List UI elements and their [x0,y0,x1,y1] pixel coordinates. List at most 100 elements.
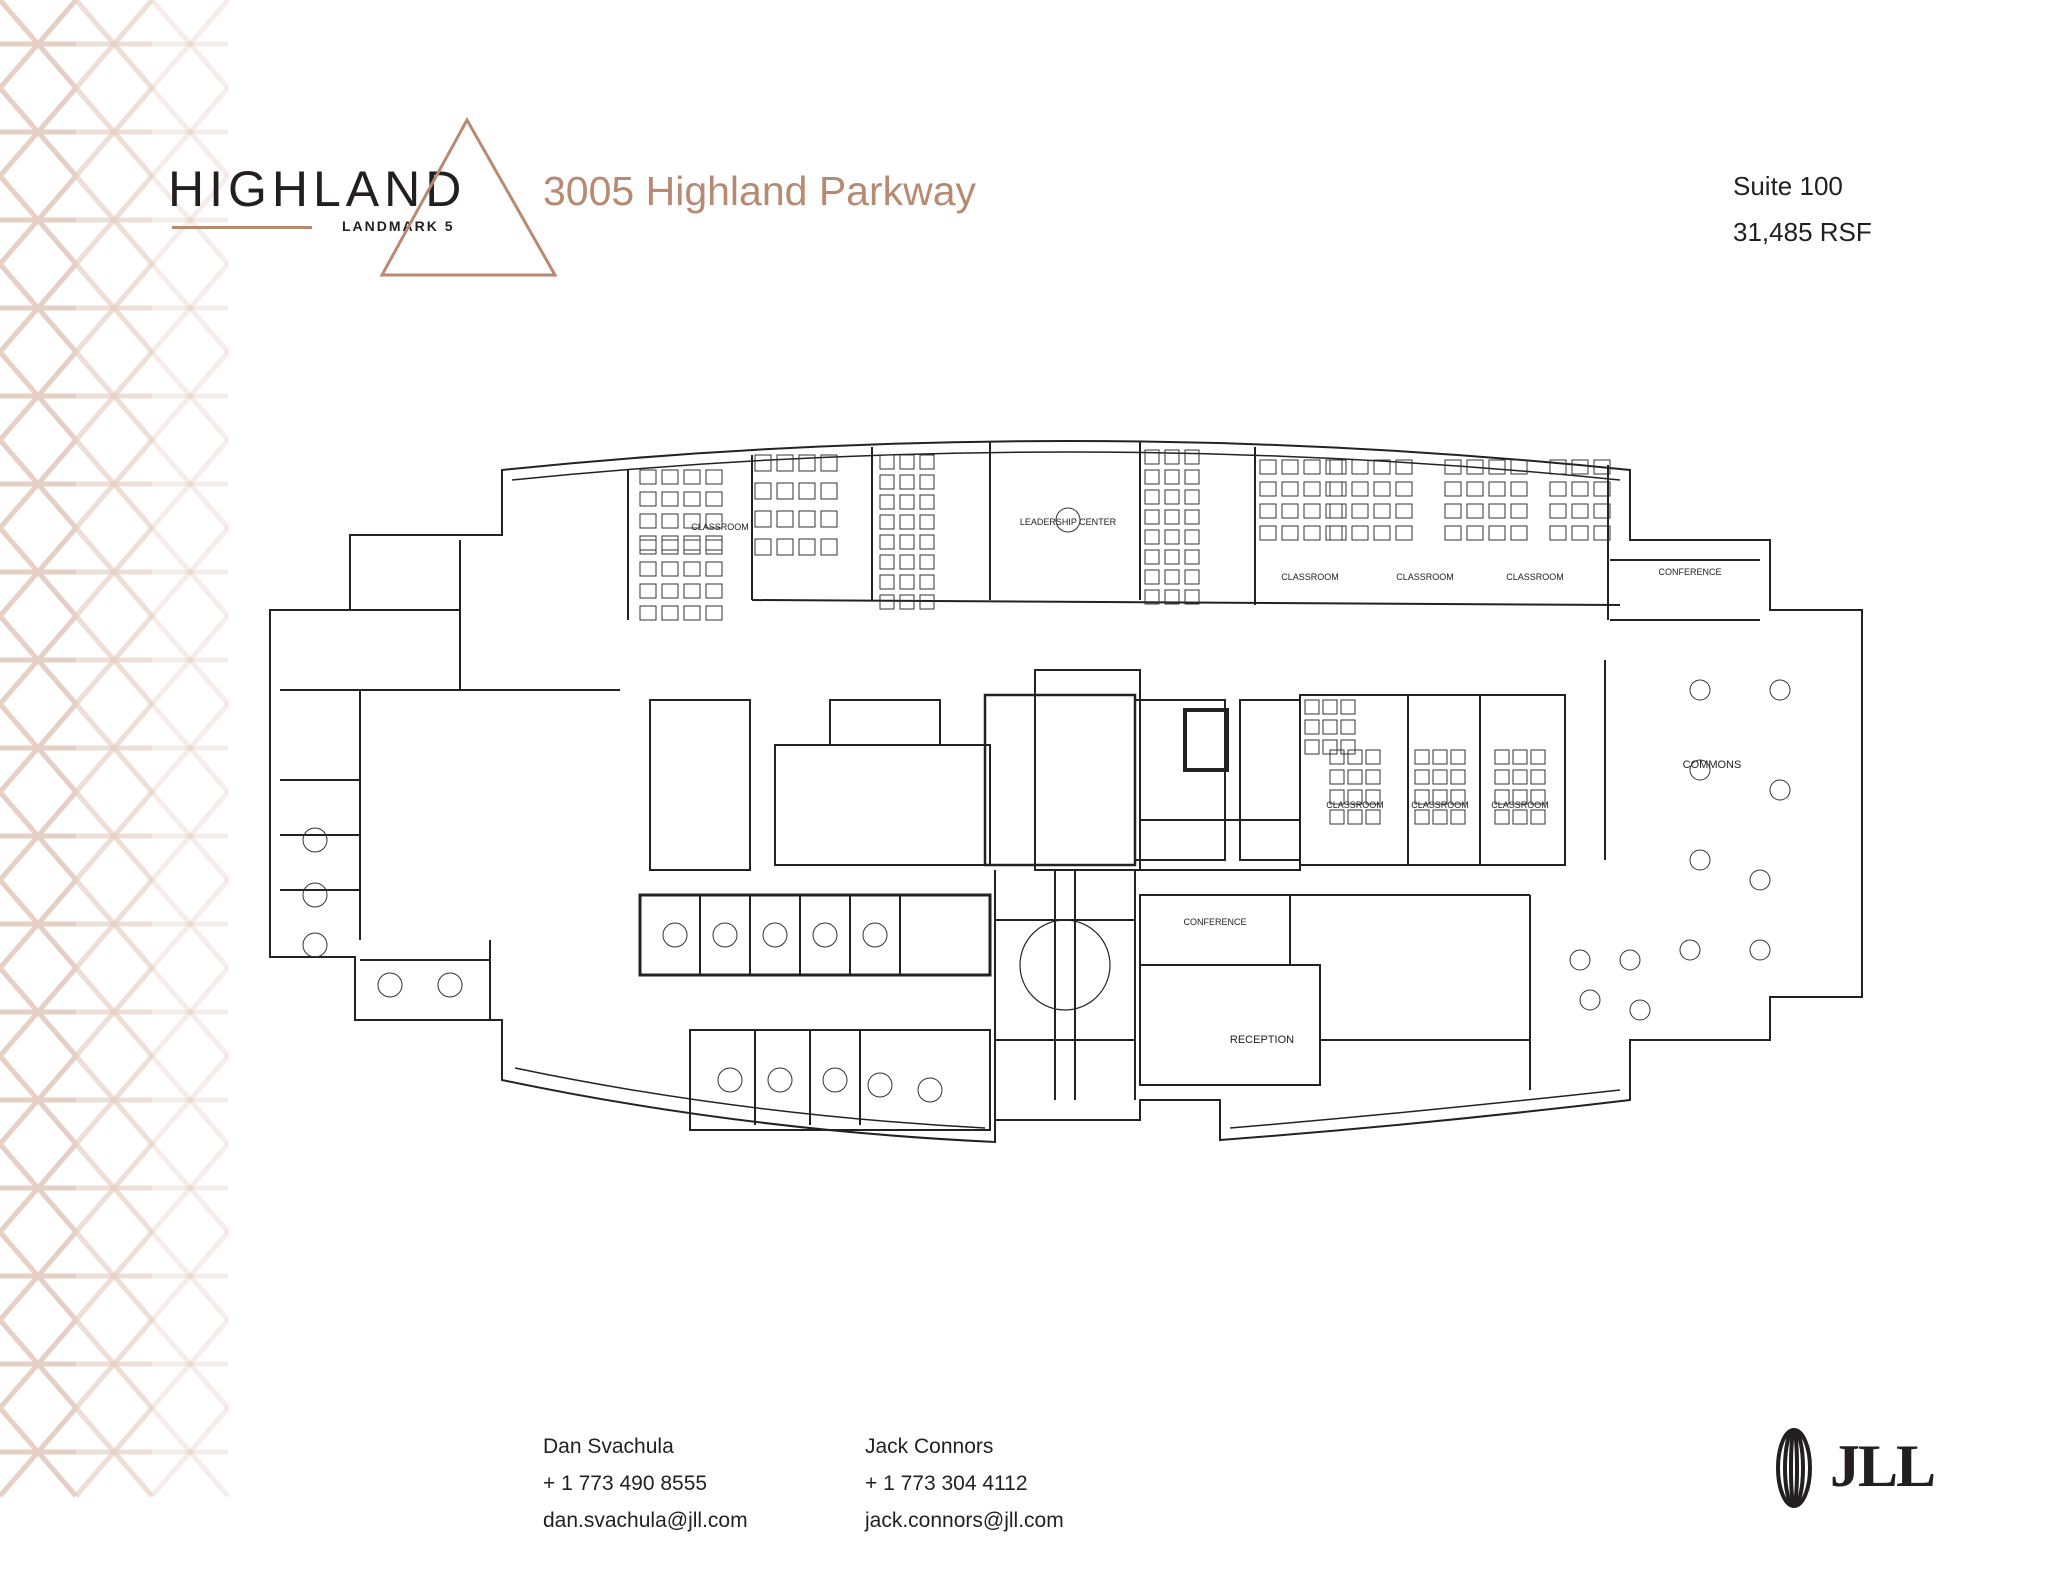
desk [1365,769,1381,785]
desk [1144,529,1160,545]
contact-email[interactable]: jack.connors@jll.com [865,1509,1064,1532]
desk [879,514,895,530]
desk [1304,699,1320,715]
table [862,922,888,948]
desk [1373,525,1391,541]
desk [798,482,816,500]
table [1689,679,1711,701]
desk [1184,469,1200,485]
desk [1593,481,1611,497]
table [717,1067,743,1093]
desk [1373,503,1391,519]
rentable-area: 31,485 RSF [1733,217,1872,247]
desk [1512,769,1528,785]
desk [1365,789,1381,805]
desk [899,554,915,570]
desk [879,594,895,610]
table [1749,939,1771,961]
desk [776,454,794,472]
desk [776,510,794,528]
desk [1510,525,1528,541]
table [1629,999,1651,1021]
desk [1184,569,1200,585]
desk [776,482,794,500]
table [377,972,403,998]
table [1619,949,1641,971]
desk [919,474,935,490]
desk [754,510,772,528]
desk [1549,459,1567,475]
desk [1164,469,1180,485]
desk [1494,769,1510,785]
jll-logo-icon [1776,1428,1812,1508]
table [1579,989,1601,1011]
lattice-line [150,1318,230,1410]
desk [705,469,723,485]
desk [1510,481,1528,497]
lattice-line [150,438,230,530]
desk [899,514,915,530]
label-classroom: CLASSROOM [1411,800,1469,810]
desk [661,561,679,577]
desk [1303,503,1321,519]
desk [1164,549,1180,565]
lattice-line [150,1230,230,1322]
lattice-line [150,1406,230,1498]
lattice-line [150,86,230,178]
desk [683,583,701,599]
desk [879,554,895,570]
desk [1259,525,1277,541]
table [1769,679,1791,701]
desk [899,494,915,510]
lattice-line [150,262,230,354]
desk [1351,459,1369,475]
desk [1488,503,1506,519]
desk [1450,769,1466,785]
desk [1304,739,1320,755]
desk [1325,525,1343,541]
desk [1329,525,1347,541]
desk [1144,509,1160,525]
desk [1325,481,1343,497]
highland-logo-wordmark: HIGHLAND [168,161,467,217]
table [1749,869,1771,891]
desk [1494,789,1510,805]
building-outline [269,440,1863,1144]
desk [1303,525,1321,541]
desk [1432,789,1448,805]
desk [661,539,679,555]
desk [754,482,772,500]
label-classroom: CLASSROOM [691,522,749,532]
desk [1414,809,1430,825]
desk [1259,481,1277,497]
desk [798,510,816,528]
lattice-line [150,878,230,970]
contact-phone[interactable]: + 1 773 304 4112 [865,1472,1028,1495]
desk [1303,459,1321,475]
desk [1395,459,1413,475]
desk [1340,719,1356,735]
table [302,827,328,853]
desk [661,583,679,599]
lattice-line [150,0,230,90]
table [867,1072,893,1098]
desk [1329,481,1347,497]
contact-email[interactable]: dan.svachula@jll.com [543,1509,748,1532]
desk [661,469,679,485]
desk [1281,481,1299,497]
desk [1164,449,1180,465]
desk [1329,809,1345,825]
desk [1494,809,1510,825]
desk [1304,719,1320,735]
desk [899,594,915,610]
desk [1164,509,1180,525]
logo-underline [172,226,312,229]
desk [683,491,701,507]
desk [1444,525,1462,541]
property-address: 3005 Highland Parkway [543,168,977,214]
lattice-line [150,790,230,882]
desk [1571,459,1589,475]
contact-phone[interactable]: + 1 773 490 8555 [543,1472,708,1495]
label-classroom: CLASSROOM [1396,572,1454,582]
desk [919,554,935,570]
